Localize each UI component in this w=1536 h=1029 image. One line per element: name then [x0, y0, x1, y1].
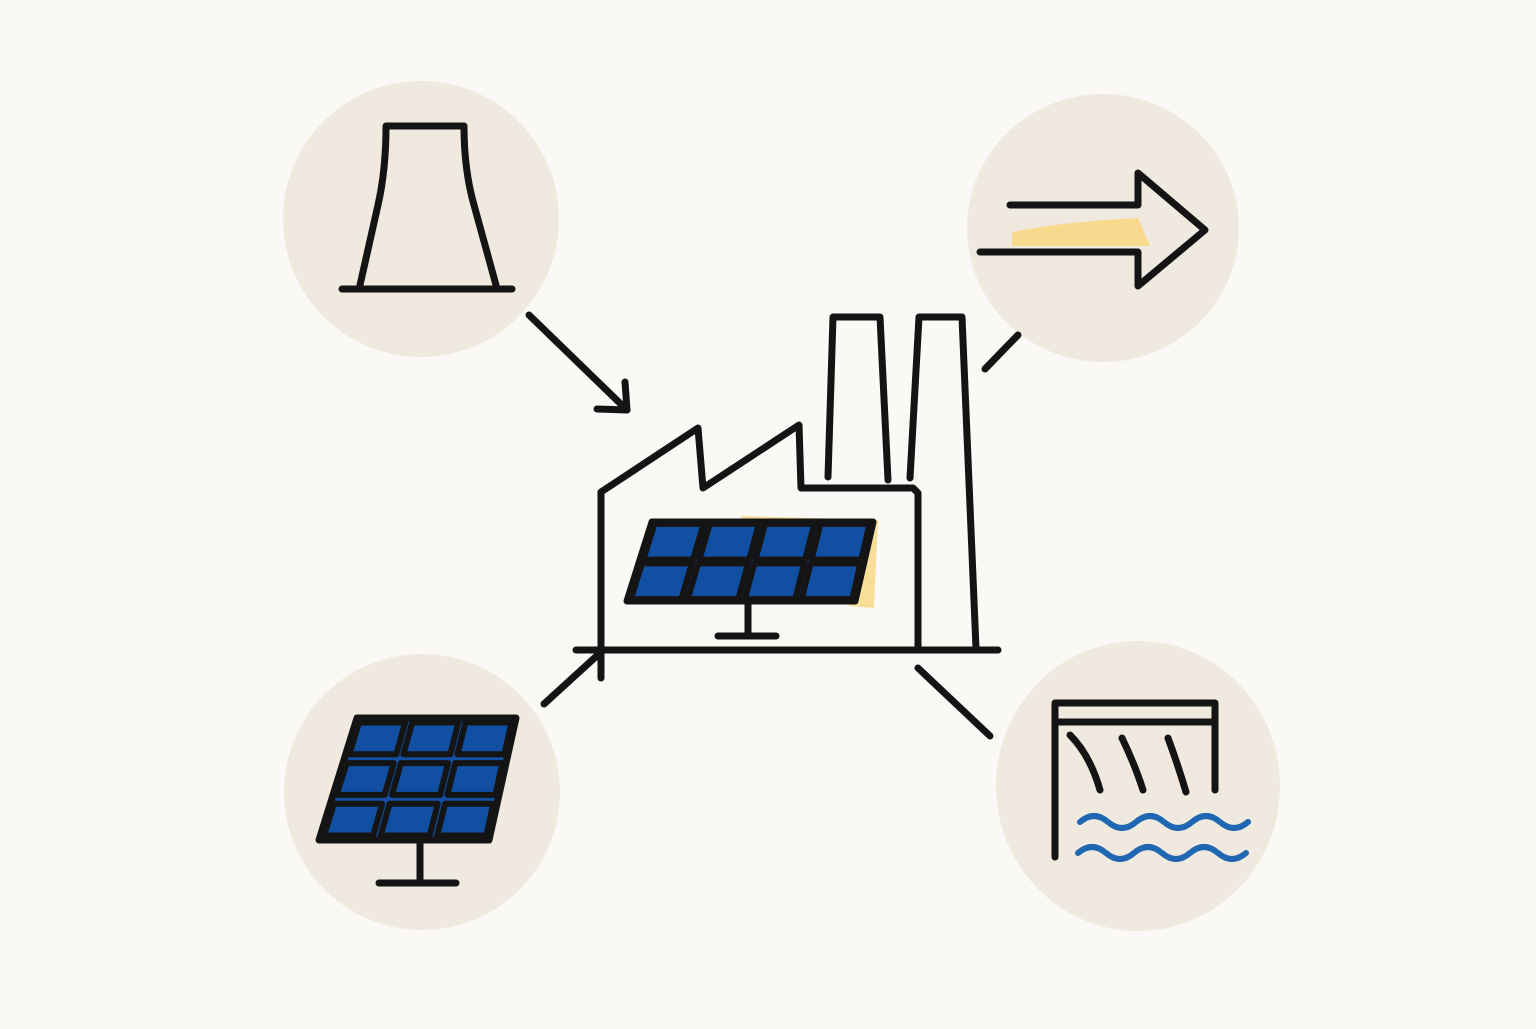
arrowhead-icon — [593, 378, 631, 414]
solar-cell — [321, 800, 386, 839]
solar-cell — [798, 560, 864, 603]
factory-solar-panel-icon — [623, 516, 878, 640]
factory-with-solar-panel-icon — [572, 313, 1002, 682]
connector-factory-to-energy-output — [981, 331, 1022, 373]
dam-water-icon — [1051, 699, 1251, 862]
node-hydro-dam — [996, 641, 1280, 931]
solar-cell — [808, 520, 873, 563]
arrow-right-icon — [976, 169, 1209, 290]
solar-panel-icon — [315, 714, 520, 887]
solar-cell — [696, 520, 762, 563]
solar-cell — [640, 520, 707, 563]
solar-cell — [333, 760, 397, 798]
node-solar-panel — [284, 654, 560, 930]
connector-solar-panel-to-factory — [540, 648, 605, 708]
solar-cell — [627, 560, 695, 603]
solar-cell — [684, 560, 752, 603]
solar-cell — [444, 760, 506, 798]
solar-cell — [741, 560, 808, 603]
connector-factory-to-hydro-dam — [914, 664, 994, 740]
solar-cell — [389, 760, 452, 798]
solar-cell — [454, 719, 515, 758]
solar-cell — [400, 719, 462, 758]
node-cooling-tower — [283, 81, 559, 357]
solar-cell — [346, 719, 409, 758]
solar-cell — [377, 800, 441, 839]
node-circle — [283, 81, 559, 357]
connector-cooling-tower-to-factory — [525, 311, 631, 414]
solar-cell — [752, 520, 818, 563]
solar-cell — [434, 800, 497, 839]
cooling-tower-icon — [338, 122, 516, 293]
factory-icon — [572, 313, 1002, 682]
node-energy-output — [967, 94, 1239, 362]
